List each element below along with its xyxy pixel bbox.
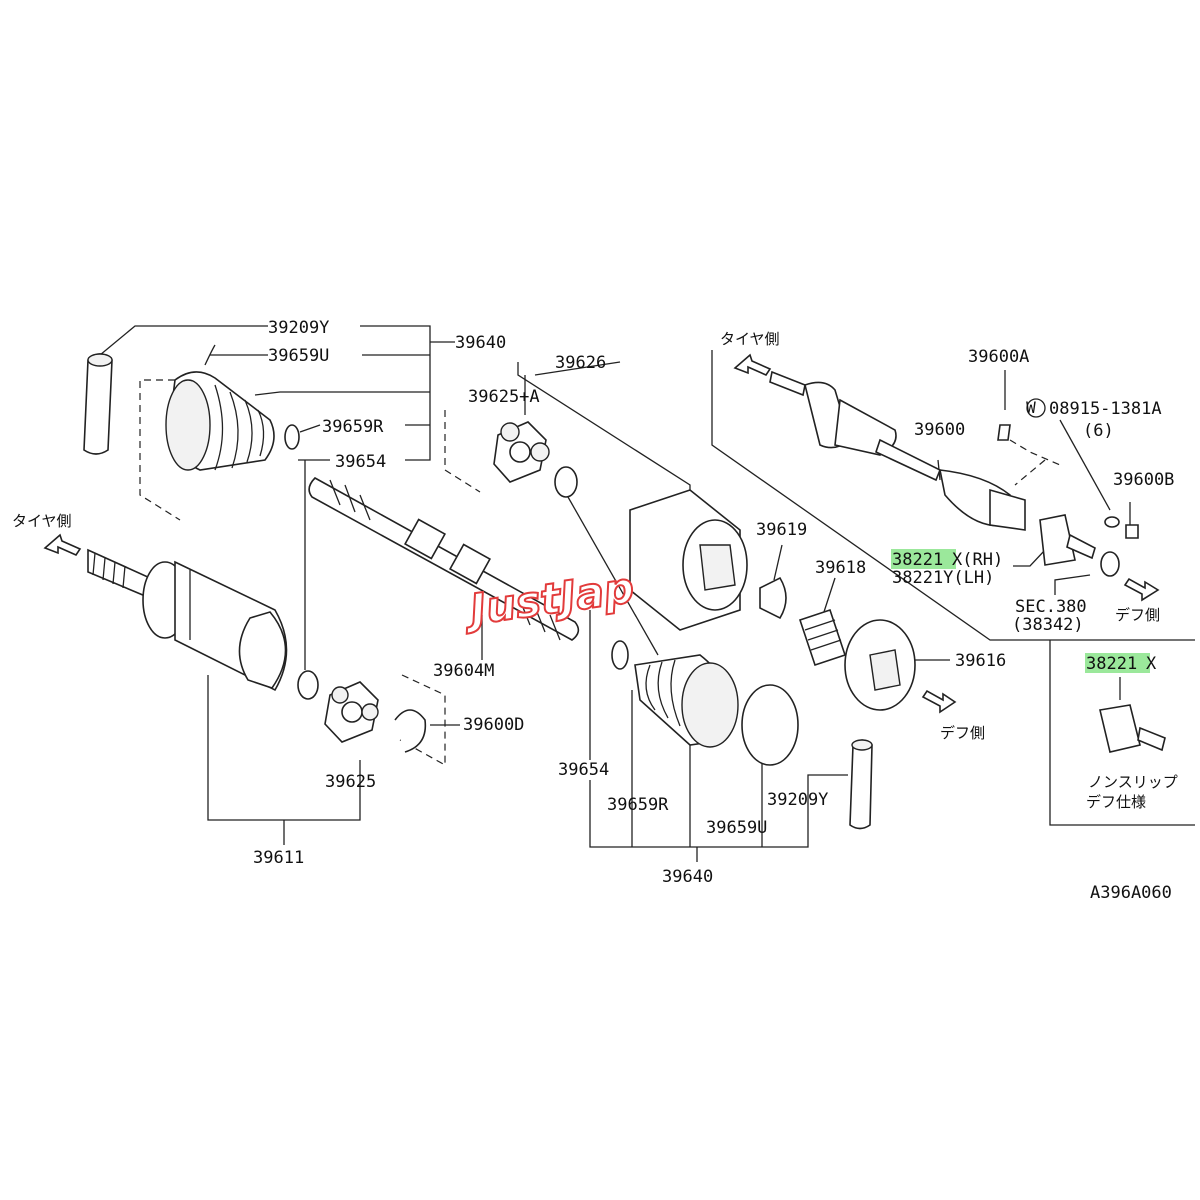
tripod-lower: [324, 681, 379, 743]
arrows: [43, 353, 1160, 714]
spring-plate: [844, 619, 916, 711]
label-39600A: 39600A: [968, 347, 1029, 367]
label-39640-bottom: 39640: [662, 867, 713, 887]
highlight-38221x: [891, 549, 956, 569]
label-39659R-bottom: 39659R: [607, 795, 669, 815]
shaft: [308, 477, 580, 641]
arrow-tire-right-icon: [733, 353, 772, 377]
o-ring: [554, 466, 578, 498]
label-sec380-ref: (38342): [1012, 615, 1084, 635]
label-diff-side-right: デフ側: [1115, 606, 1160, 624]
boot-bottom: [611, 640, 799, 766]
label-39654-bottom: 39654: [558, 760, 609, 780]
label-nonslip-1: ノンスリップ: [1088, 773, 1178, 791]
label-39600D: 39600D: [463, 715, 524, 735]
label-sec380: SEC.380: [1015, 597, 1087, 617]
label-diff-side-mid: デフ側: [940, 724, 985, 742]
label-39654-top: 39654: [335, 452, 386, 472]
label-39619: 39619: [756, 520, 807, 540]
label-39626: 39626: [555, 353, 606, 373]
snap-ring: [394, 709, 427, 753]
label-38221x-inset-suffix: X: [1146, 654, 1157, 674]
washer-marker-icon: [1026, 398, 1046, 418]
label-39640-top: 39640: [455, 333, 506, 353]
arrow-diff-right-icon: [1123, 577, 1160, 602]
label-08915-qty: (6): [1083, 421, 1114, 441]
label-39604M: 39604M: [433, 661, 494, 681]
label-39618: 39618: [815, 558, 866, 578]
boot-top-left: [165, 344, 300, 471]
grease-tube-top: [83, 353, 113, 455]
label-39600B: 39600B: [1113, 470, 1174, 490]
label-39659U-bottom: 39659U: [706, 818, 767, 838]
nonslip-flange: [1099, 704, 1166, 753]
label-39209Y-top: 39209Y: [268, 318, 329, 338]
label-39625A: 39625+A: [468, 387, 540, 407]
highlight-38221x-inset: [1085, 653, 1150, 673]
label-38221x-suffix: X(RH): [952, 550, 1003, 570]
label-39616: 39616: [955, 651, 1006, 671]
label-39659R-top: 39659R: [322, 417, 384, 437]
label-39625: 39625: [325, 772, 376, 792]
label-38221x-inset-code: 38221: [1086, 654, 1137, 674]
inner-joint-housing: [629, 489, 748, 631]
label-nonslip-2: デフ仕様: [1086, 793, 1146, 811]
label-39659U-top: 39659U: [268, 346, 329, 366]
label-38221y: 38221Y(LH): [892, 568, 994, 588]
label-39209Y-bottom: 39209Y: [767, 790, 828, 810]
label-39611: 39611: [253, 848, 304, 868]
ring-39619: [759, 576, 787, 620]
leader-lines: [99, 325, 1195, 862]
driveshaft-assembly: [769, 370, 1139, 577]
outer-joint-housing: [87, 548, 319, 700]
arrow-tire-left-icon: [43, 533, 82, 557]
tripod-upper: [493, 421, 550, 483]
grease-tube-bottom: [849, 739, 873, 830]
phantom-lines: [139, 379, 481, 767]
label-39600: 39600: [914, 420, 965, 440]
label-tire-side-right: タイヤ側: [720, 330, 780, 348]
arrow-diff-mid-icon: [921, 689, 957, 714]
label-tire-side-left: タイヤ側: [12, 512, 72, 530]
label-38221x-code: 38221: [892, 550, 943, 570]
label-w-marker: W: [1026, 398, 1036, 417]
drawing-code: A396A060: [1090, 883, 1172, 903]
spring: [798, 608, 847, 667]
label-08915: 08915-1381A: [1049, 399, 1162, 419]
